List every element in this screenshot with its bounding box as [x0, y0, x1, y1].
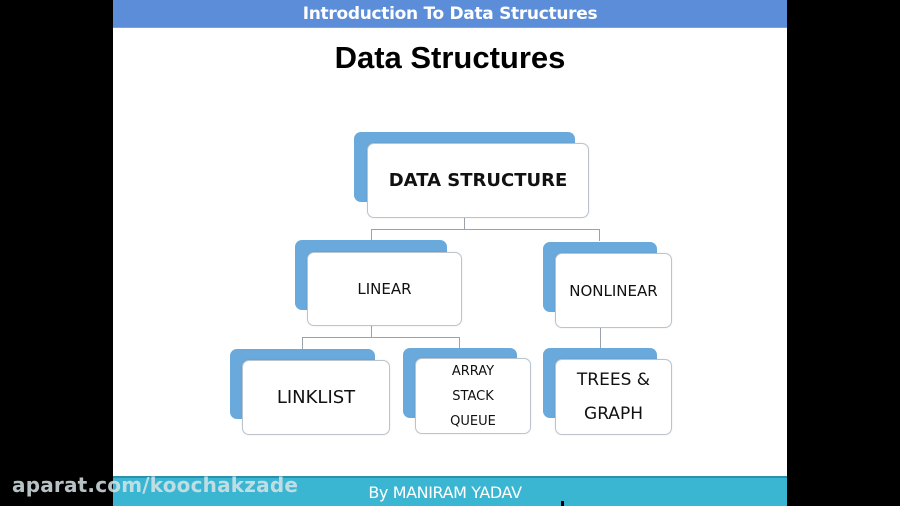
node-line-array: ARRAY — [451, 363, 495, 379]
cursor-mark — [561, 501, 564, 506]
watermark: aparat.com/koochakzade — [12, 473, 299, 497]
connector — [600, 326, 601, 348]
node-label: DATA STRUCTURE — [388, 170, 568, 191]
node-line-graph: GRAPH — [584, 404, 643, 424]
connector — [371, 324, 372, 337]
connector — [459, 337, 460, 349]
node-line-stack: STACK — [452, 388, 494, 404]
header-title: Introduction To Data Structures — [302, 3, 598, 24]
connector — [371, 229, 372, 241]
footer-author: By MANIRAM YADAV — [368, 482, 522, 502]
footer-bar: By MANIRAM YADAV — [113, 476, 787, 506]
connector — [302, 337, 459, 338]
node-line-queue: QUEUE — [450, 413, 496, 429]
node-label: NONLINEAR — [569, 281, 658, 300]
slide: Introduction To Data Structures Data Str… — [113, 0, 787, 506]
node-label: LINEAR — [357, 280, 412, 298]
connector — [371, 229, 600, 230]
slide-title: Data Structures — [334, 40, 566, 75]
node-line-trees: TREES & — [576, 370, 651, 390]
node-label: LINKLIST — [276, 387, 356, 408]
connector — [599, 229, 600, 241]
header-bar: Introduction To Data Structures — [113, 0, 787, 28]
connector — [464, 216, 465, 229]
connector — [302, 337, 303, 349]
